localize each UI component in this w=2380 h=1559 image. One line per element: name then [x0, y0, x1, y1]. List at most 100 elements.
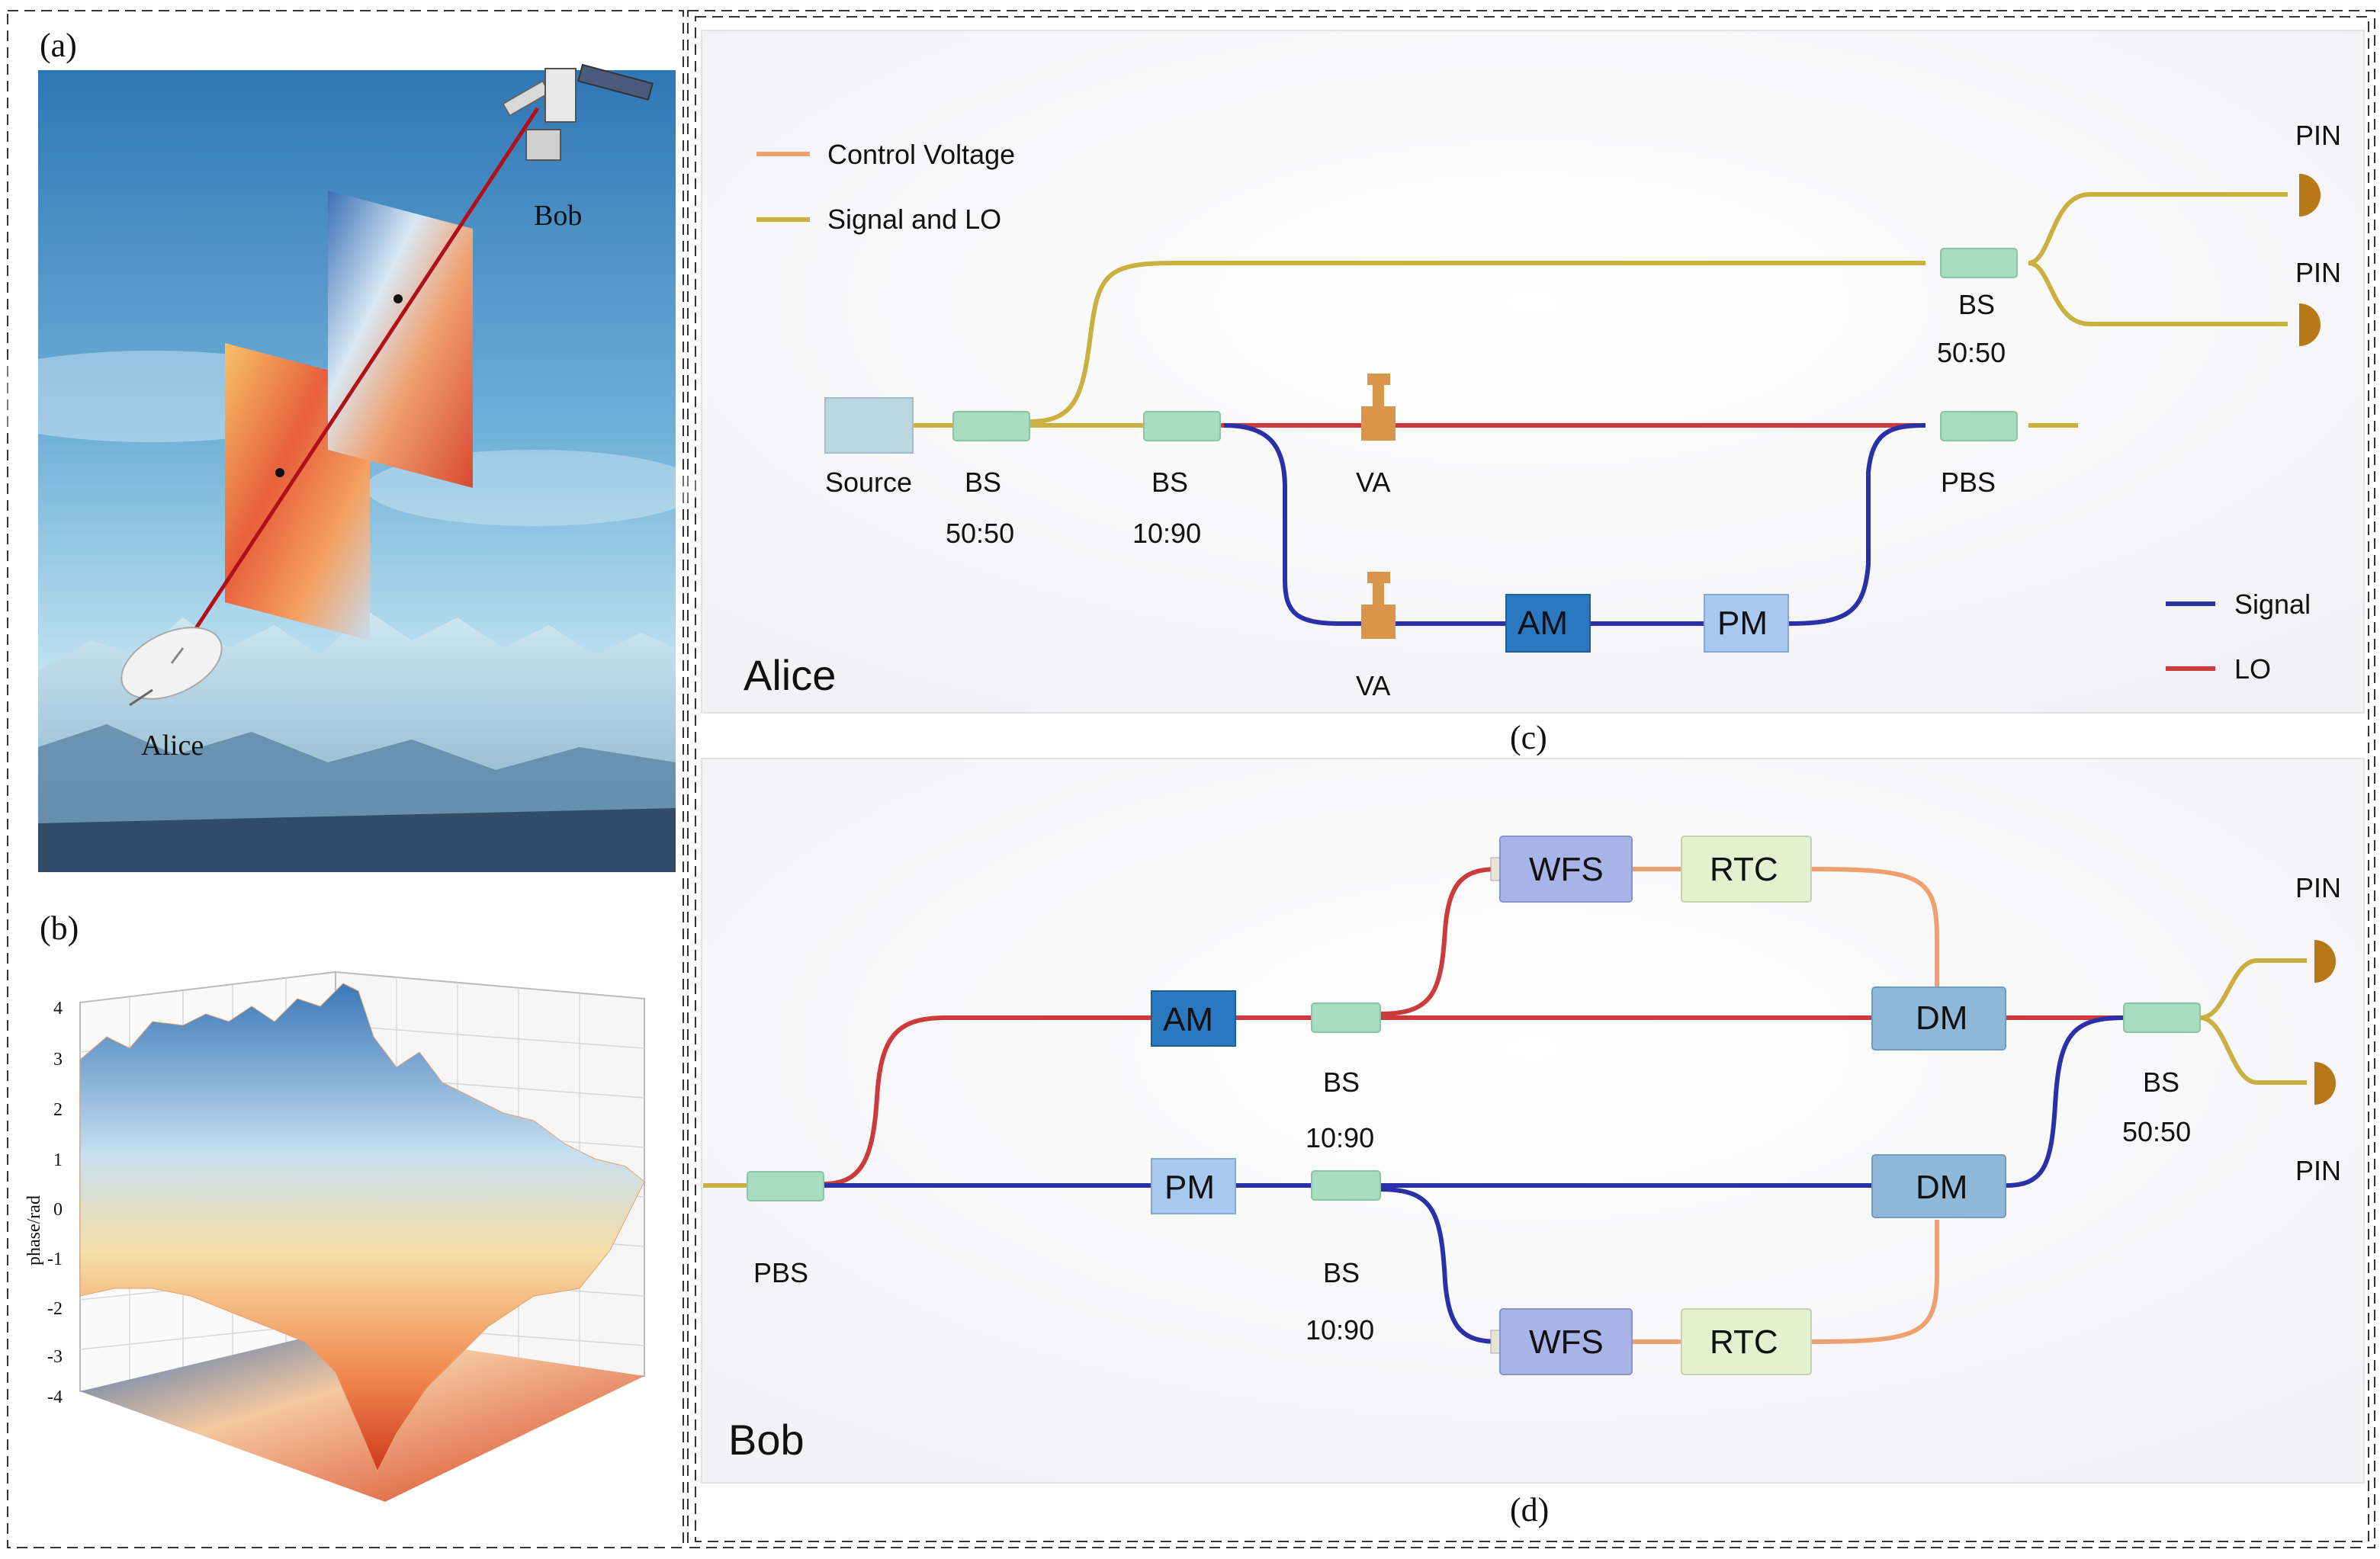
legend-signal: Signal: [2234, 589, 2311, 620]
z-axis-ticks: 4 3 2 1 0 -1 -2 -3 -4: [47, 999, 63, 1407]
beam-point: [275, 468, 284, 477]
legend-control-voltage: Control Voltage: [827, 139, 1015, 170]
source-box: [824, 397, 914, 454]
label-bs-50-50-ratio: 50:50: [946, 518, 1014, 549]
panel-c-title: Alice: [744, 651, 836, 699]
svg-text:3: 3: [53, 1050, 63, 1070]
wavefront-sensor-bottom: [1499, 1308, 1633, 1375]
label-pin-2: PIN: [2295, 1155, 2341, 1186]
label-dm-top: DM: [1916, 999, 1967, 1037]
label-dm-bottom: DM: [1916, 1169, 1967, 1206]
ground-station-dish-icon: [120, 627, 223, 707]
label-source: Source: [825, 467, 912, 498]
pin-detector-icon: [2299, 303, 2321, 346]
panel-b-surface-plot: 4 3 2 1 0 -1 -2 -3 -4 phase/rad: [24, 970, 645, 1502]
label-bs-bottom-ratio: 10:90: [1306, 1314, 1374, 1346]
label-pbs: PBS: [1941, 467, 1996, 498]
label-bs-output: BS: [1958, 289, 1995, 320]
svg-text:1: 1: [53, 1150, 63, 1170]
panel-a: Bob Alice: [0, 63, 702, 872]
pin-detector-icon: [2314, 940, 2336, 983]
panel-d-letter: (d): [1510, 1491, 1549, 1529]
label-bob: Bob: [534, 200, 582, 232]
label-bs-top-ratio: 10:90: [1306, 1122, 1374, 1153]
label-alice: Alice: [141, 730, 204, 762]
svg-text:-1: -1: [47, 1249, 63, 1269]
svg-text:-3: -3: [47, 1347, 63, 1367]
label-am: AM: [1163, 1001, 1213, 1038]
pin-detector-icon: [2299, 174, 2321, 217]
wavefront-sensor-top: [1499, 836, 1633, 903]
right-frame-outer: [687, 10, 2375, 1548]
phase-modulator: [1151, 1158, 1236, 1214]
label-bs-top: BS: [1323, 1067, 1360, 1098]
svg-text:-4: -4: [47, 1387, 63, 1407]
svg-text:0: 0: [53, 1200, 63, 1220]
label-bs-10-90-ratio: 10:90: [1132, 518, 1201, 549]
fiber-lo-upper: [1029, 261, 1926, 424]
beam-splitter-output: [1940, 248, 2018, 278]
control-line-top: [1810, 867, 1939, 991]
svg-text:4: 4: [53, 999, 63, 1018]
beam-splitter-output: [2123, 1002, 2201, 1033]
label-am: AM: [1518, 605, 1568, 642]
legend-signal-and-lo: Signal and LO: [827, 204, 1001, 235]
panel-d-title: Bob: [728, 1416, 805, 1464]
ground: [38, 808, 676, 872]
amplitude-modulator: [1505, 594, 1591, 653]
label-bs-10-90: BS: [1151, 467, 1188, 498]
legend-lo: LO: [2234, 653, 2271, 685]
deformable-mirror-bottom: [1871, 1154, 2006, 1218]
beam-splitter-10-90: [1143, 411, 1221, 441]
pin-detector-icon: [2314, 1062, 2336, 1105]
beam-splitter-50-50: [952, 411, 1030, 441]
panel-a-letter: (a): [40, 27, 77, 64]
phase-screen-upper: [328, 191, 473, 488]
deformable-mirror-top: [1871, 986, 2006, 1051]
beam-splitter-top: [1311, 1002, 1381, 1033]
amplitude-modulator: [1151, 990, 1236, 1047]
label-bs-output-ratio: 50:50: [1937, 337, 2006, 368]
phase-surface: [79, 983, 645, 1473]
label-pm: PM: [1164, 1169, 1215, 1206]
fiber-signal: [1223, 423, 1525, 626]
panel-c-letter: (c): [1510, 719, 1547, 756]
left-frame: [7, 10, 684, 1548]
satellite-icon: [502, 63, 654, 161]
label-va-bottom: VA: [1356, 670, 1390, 701]
label-va-top: VA: [1356, 467, 1390, 498]
polarization-beam-splitter: [747, 1171, 824, 1201]
real-time-controller-bottom: [1681, 1308, 1812, 1375]
fiber-lo: [823, 1015, 1151, 1186]
label-pin-2: PIN: [2295, 257, 2341, 288]
beam-point: [393, 294, 403, 303]
svg-text:2: 2: [53, 1100, 63, 1120]
phase-modulator: [1704, 594, 1789, 653]
label-rtc-bottom: RTC: [1710, 1323, 1778, 1361]
panel-b-letter: (b): [40, 909, 79, 947]
variable-attenuator-top: [1361, 374, 1396, 441]
label-pin-1: PIN: [2295, 872, 2341, 903]
panel-d: PBS AM PM BS 10:90 BS 10:90 WFS RTC WFS …: [701, 758, 2365, 1484]
label-pin-1: PIN: [2295, 120, 2341, 151]
polarization-beam-splitter: [1940, 411, 2018, 441]
right-frame-inner: [695, 16, 2369, 1542]
laser-beam: [181, 107, 540, 650]
real-time-controller-top: [1681, 836, 1812, 903]
variable-attenuator-bottom: [1361, 572, 1396, 639]
label-bs-bottom: BS: [1323, 1257, 1360, 1288]
label-bs-output-ratio: 50:50: [2122, 1116, 2191, 1147]
control-line-bottom: [1810, 1220, 1939, 1344]
svg-text:-2: -2: [47, 1299, 63, 1319]
label-pbs: PBS: [753, 1257, 808, 1288]
label-bs-50-50: BS: [965, 467, 1001, 498]
z-axis-label: phase/rad: [24, 1195, 44, 1265]
beam-splitter-bottom: [1311, 1170, 1381, 1201]
label-bs-output: BS: [2143, 1067, 2179, 1098]
label-rtc-top: RTC: [1710, 851, 1778, 888]
panel-c: Control Voltage Signal and LO Signal LO …: [701, 30, 2365, 714]
label-pm: PM: [1717, 605, 1768, 642]
label-wfs-top: WFS: [1529, 851, 1604, 888]
label-wfs-bottom: WFS: [1529, 1323, 1604, 1361]
